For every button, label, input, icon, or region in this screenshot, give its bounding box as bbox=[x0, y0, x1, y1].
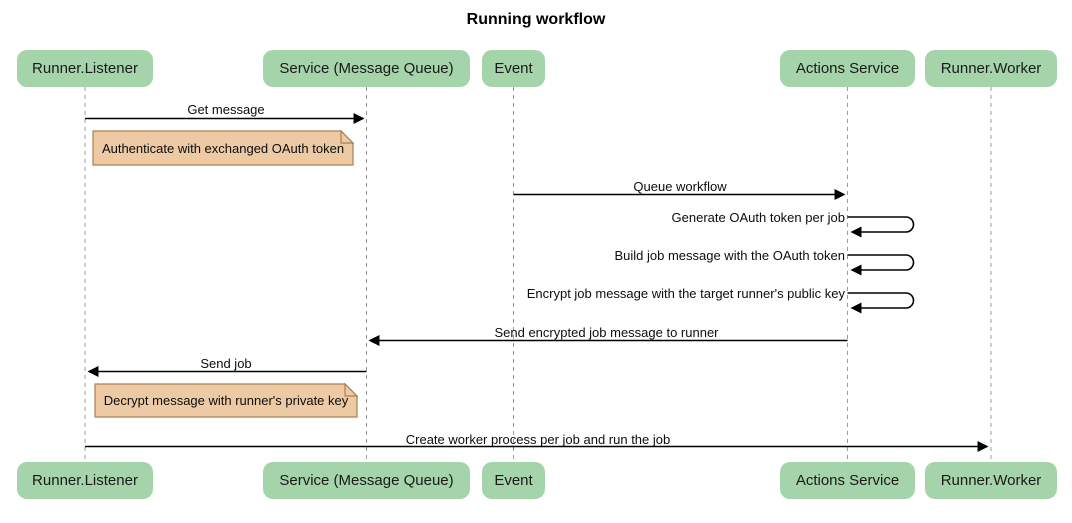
participant-label: Event bbox=[494, 60, 533, 77]
participant-label: Actions Service bbox=[795, 60, 900, 77]
participant-label: Service (Message Queue) bbox=[279, 60, 454, 77]
participant-label: Runner.Listener bbox=[32, 60, 138, 77]
note-authenticate-oauth: Authenticate with exchanged OAuth token bbox=[101, 140, 345, 156]
message-label-queue-workflow: Queue workflow bbox=[633, 179, 727, 194]
message-label-generate-oauth-token: Generate OAuth token per job bbox=[671, 210, 845, 225]
self-loop-encrypt-job-message bbox=[847, 292, 915, 314]
participant-actions-service-top: Actions Service bbox=[780, 50, 915, 87]
message-label-create-worker-process: Create worker process per job and run th… bbox=[405, 432, 671, 447]
message-label-build-job-message: Build job message with the OAuth token bbox=[614, 248, 845, 263]
message-label-send-encrypted-job-message: Send encrypted job message to runner bbox=[494, 325, 719, 340]
participant-event-bottom: Event bbox=[482, 462, 545, 499]
diagram-title: Running workflow bbox=[466, 11, 606, 28]
participant-label: Actions Service bbox=[795, 472, 900, 489]
participant-runner-listener-top: Runner.Listener bbox=[17, 50, 153, 87]
participant-label: Runner.Worker bbox=[940, 60, 1042, 77]
participant-event-top: Event bbox=[482, 50, 545, 87]
self-loop-generate-oauth-token bbox=[847, 216, 915, 238]
message-label-encrypt-job-message: Encrypt job message with the target runn… bbox=[526, 286, 845, 301]
participant-label: Runner.Worker bbox=[940, 472, 1042, 489]
note-decrypt-private-key: Decrypt message with runner's private ke… bbox=[103, 393, 349, 408]
participant-label: Event bbox=[494, 472, 533, 489]
participant-service-message-queue-top: Service (Message Queue) bbox=[263, 50, 470, 87]
message-label-send-job: Send job bbox=[200, 356, 252, 371]
participant-service-message-queue-bottom: Service (Message Queue) bbox=[263, 462, 470, 499]
note-shapes bbox=[92, 129, 359, 418]
participant-runner-listener-bottom: Runner.Listener bbox=[17, 462, 153, 499]
participant-actions-service-bottom: Actions Service bbox=[780, 462, 915, 499]
participant-runner-worker-top: Runner.Worker bbox=[925, 50, 1057, 87]
message-label-get-message: Get message bbox=[187, 102, 265, 117]
self-loop-build-job-message bbox=[847, 254, 915, 276]
participant-label: Runner.Listener bbox=[32, 472, 138, 489]
participant-label: Service (Message Queue) bbox=[279, 472, 454, 489]
participant-runner-worker-bottom: Runner.Worker bbox=[925, 462, 1057, 499]
